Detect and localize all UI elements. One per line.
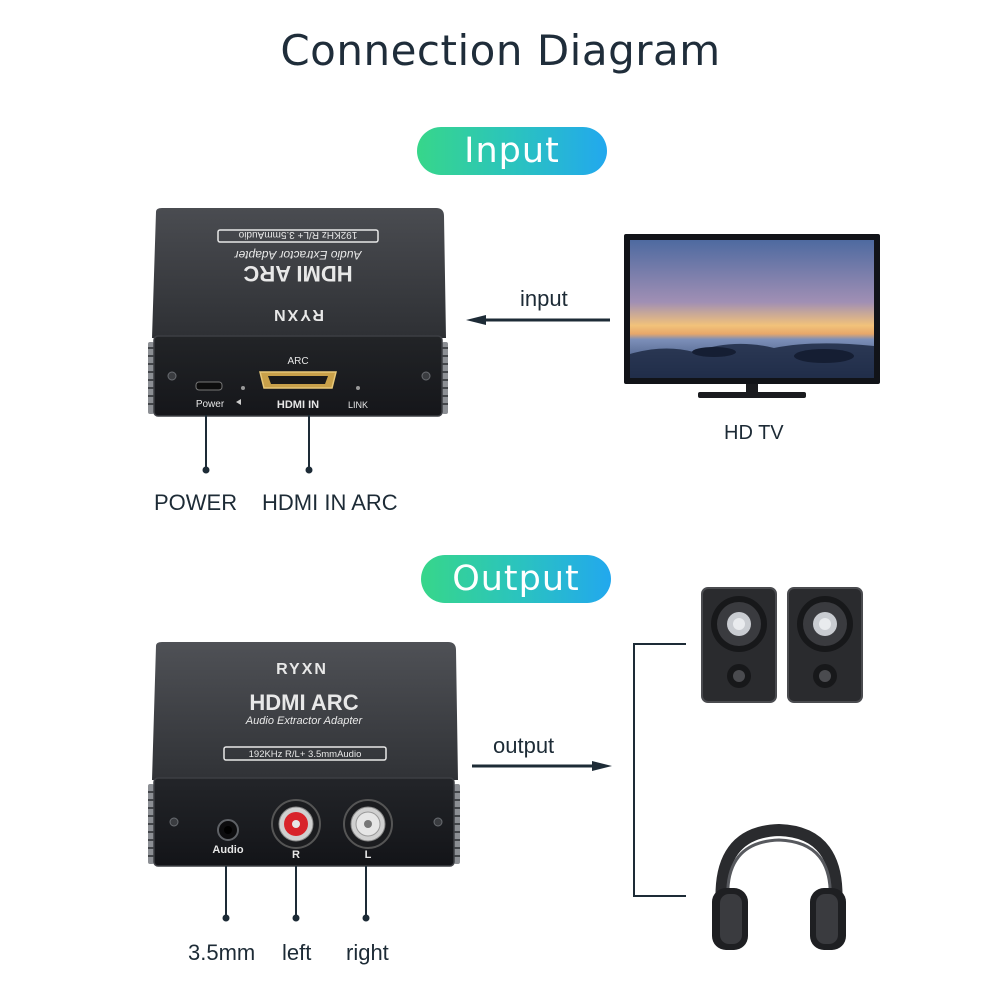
output-flow-label: output [493, 733, 555, 758]
input-badge: Input [417, 127, 607, 175]
input-callout-lines [202, 415, 313, 474]
hd-tv-image [624, 234, 880, 398]
output-top-title: HDMI ARC [249, 690, 358, 715]
output-arrow [472, 761, 612, 771]
input-port-arc-label: ARC [287, 356, 308, 367]
page-title: Connection Diagram [280, 26, 721, 75]
input-top-title: HDMI ARC [243, 261, 352, 286]
speakers-image [701, 587, 863, 703]
callout-left: left [282, 940, 312, 965]
output-port-l-label: L [365, 849, 372, 861]
output-port-r-label: R [292, 849, 300, 861]
input-top-spec: 192KHz R/L+ 3.5mmAudio [238, 229, 357, 240]
input-arrow [466, 315, 610, 325]
output-branch-bracket [633, 643, 686, 897]
output-top-spec: 192KHz R/L+ 3.5mmAudio [249, 749, 362, 760]
callout-right: right [346, 940, 389, 965]
callout-power: POWER [154, 490, 238, 515]
device-top-lid [152, 642, 458, 780]
headphones-image [712, 823, 846, 950]
callout-3-5mm: 3.5mm [188, 940, 256, 965]
output-top-subtitle: Audio Extractor Adapter [245, 715, 364, 727]
input-top-subtitle: Audio Extractor Adapter [234, 248, 363, 262]
callout-hdmi-in-arc: HDMI IN ARC [262, 490, 398, 515]
input-adapter-device: 192KHz R/L+ 3.5mmAudio Audio Extractor A… [148, 208, 448, 417]
speaker-right [787, 587, 863, 703]
output-top-brand: RYXN [276, 661, 328, 678]
speaker-left [701, 587, 777, 703]
device-top-lid [152, 208, 446, 338]
micro-usb-port [195, 381, 223, 391]
tv-label: HD TV [724, 422, 784, 444]
output-badge: Output [421, 555, 611, 603]
input-flow-label: input [520, 286, 568, 311]
input-port-link-label: LINK [348, 400, 368, 410]
output-port-audio-label: Audio [212, 844, 243, 856]
output-callout-lines [222, 866, 370, 922]
output-adapter-device: RYXN HDMI ARC Audio Extractor Adapter 19… [148, 642, 460, 867]
input-port-hdmi-label: HDMI IN [277, 399, 319, 411]
input-port-power-label: Power [196, 399, 225, 410]
input-top-brand: RYXN [272, 306, 324, 323]
